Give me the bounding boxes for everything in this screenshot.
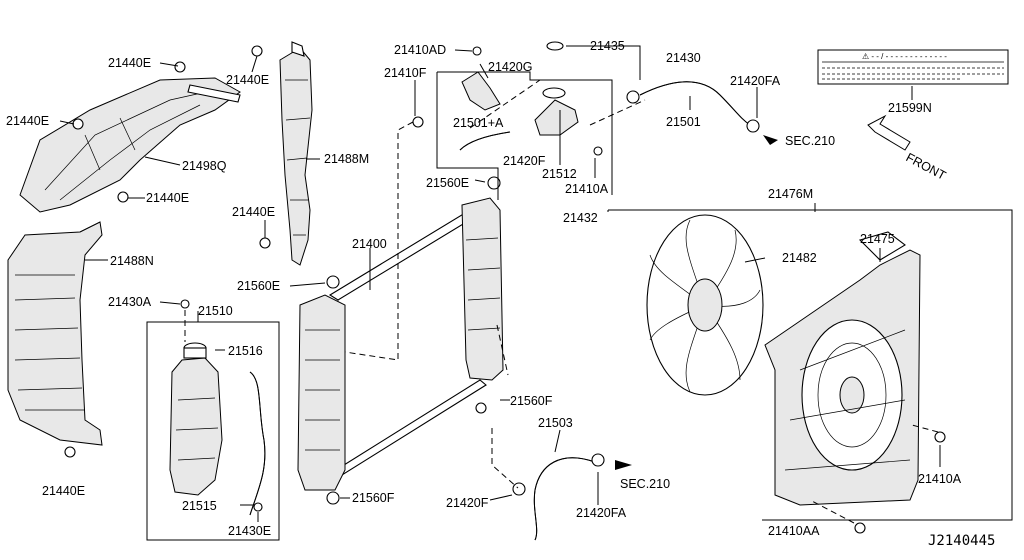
bolt-icon <box>472 46 482 56</box>
bolt-icon <box>117 191 129 203</box>
label-21440e: 21440E <box>42 484 85 498</box>
label-21512: 21512 <box>542 167 577 181</box>
fan-blade-21482 <box>646 214 764 396</box>
mount-rubber-icon <box>475 402 487 414</box>
label-21501a: 21501+A <box>453 116 504 130</box>
label-21410ad: 21410AD <box>394 43 446 57</box>
label-21410a: 21410A <box>565 182 609 196</box>
mount-rubber-icon <box>326 275 340 289</box>
label-21400: 21400 <box>352 237 387 251</box>
label-21560e: 21560E <box>426 176 469 190</box>
label-21498q: 21498Q <box>182 159 227 173</box>
label-21503: 21503 <box>538 416 573 430</box>
mount-rubber-icon <box>487 176 501 190</box>
clamp-icon <box>591 453 605 467</box>
label-21476m: 21476M <box>768 187 813 201</box>
bolt-icons <box>64 45 271 458</box>
bracket-21420g <box>461 71 501 111</box>
arrow-right-icon <box>615 460 632 470</box>
bolt-icon <box>251 45 263 57</box>
label-21488m: 21488M <box>324 152 369 166</box>
clamp-icon <box>412 116 424 128</box>
side-air-guide-21488m <box>279 41 313 266</box>
bolt-icon <box>593 146 603 156</box>
upper-air-guide-21498q <box>19 77 241 213</box>
bolt-icon <box>72 118 84 130</box>
label-21560f: 21560F <box>352 491 395 505</box>
label-21430: 21430 <box>666 51 701 65</box>
label-21430a: 21430A <box>108 295 152 309</box>
thermostat-group-21432 <box>412 41 613 200</box>
radiator-21400 <box>297 176 504 505</box>
front-arrow-icon <box>867 114 911 151</box>
label-21510: 21510 <box>198 304 233 318</box>
diagram-id: J2140445 <box>928 533 995 549</box>
label-sec210: SEC.210 <box>620 477 670 491</box>
caution-label-21599n <box>817 49 1009 85</box>
label-21410a: 21410A <box>918 472 962 486</box>
fan-shroud-21475 <box>764 231 921 506</box>
label-21501: 21501 <box>666 115 701 129</box>
upper-hose-21501 <box>626 81 760 133</box>
label-21430e: 21430E <box>228 524 271 538</box>
filler-cap-21430 <box>542 87 566 99</box>
dashed-leaders <box>344 79 939 524</box>
label-21440e: 21440E <box>232 205 275 219</box>
label-21420g: 21420G <box>488 60 532 74</box>
bolt-icon <box>174 61 186 73</box>
label-21516: 21516 <box>228 344 263 358</box>
label-21435: 21435 <box>590 39 625 53</box>
label-21420fa: 21420FA <box>730 74 781 88</box>
label-21599n: 21599N <box>888 101 932 115</box>
label-21440e: 21440E <box>226 73 269 87</box>
label-21420fa: 21420FA <box>576 506 627 520</box>
solid-leaders <box>59 45 941 522</box>
clamp-icon <box>746 119 760 133</box>
label-21440e: 21440E <box>6 114 49 128</box>
bolt-icon <box>259 237 271 249</box>
label-sec210: SEC.210 <box>785 134 835 148</box>
label-21488n: 21488N <box>110 254 154 268</box>
label-21420f: 21420F <box>446 496 489 510</box>
arrow-right-icon <box>763 135 778 145</box>
fan-assembly-21476m <box>607 209 1013 534</box>
seal-21435 <box>546 41 564 51</box>
bolt-icon <box>854 522 866 534</box>
label-21410aa: 21410AA <box>768 524 820 538</box>
label-21440e: 21440E <box>108 56 151 70</box>
clamp-icon <box>626 90 640 104</box>
bolt-icon <box>934 431 946 443</box>
label-21560f: 21560F <box>510 394 553 408</box>
label-21482: 21482 <box>782 251 817 265</box>
label-21420f: 21420F <box>503 154 546 168</box>
reservoir-tank-group <box>146 299 280 541</box>
label-21475: 21475 <box>860 232 895 246</box>
label-front: FRONT <box>904 150 949 183</box>
caution-label-title: ⚠ - - / - - - - - - - - - - - - - <box>862 52 947 61</box>
clamp-icon <box>512 482 526 496</box>
lower-hose-21503 <box>512 453 605 541</box>
reservoir-tank <box>169 357 223 496</box>
label-21440e: 21440E <box>146 191 189 205</box>
lower-air-guide-21488n <box>7 221 103 446</box>
label-21432: 21432 <box>563 211 598 225</box>
bolt-icon <box>180 299 190 309</box>
mount-rubber-icon <box>326 491 340 505</box>
reservoir-box <box>146 321 280 541</box>
clip-icon <box>253 502 263 512</box>
label-21515: 21515 <box>182 499 217 513</box>
bolt-icon <box>64 446 76 458</box>
label-21560e: 21560E <box>237 279 280 293</box>
thermostat-housing <box>534 99 579 136</box>
label-21410f: 21410F <box>384 66 427 80</box>
